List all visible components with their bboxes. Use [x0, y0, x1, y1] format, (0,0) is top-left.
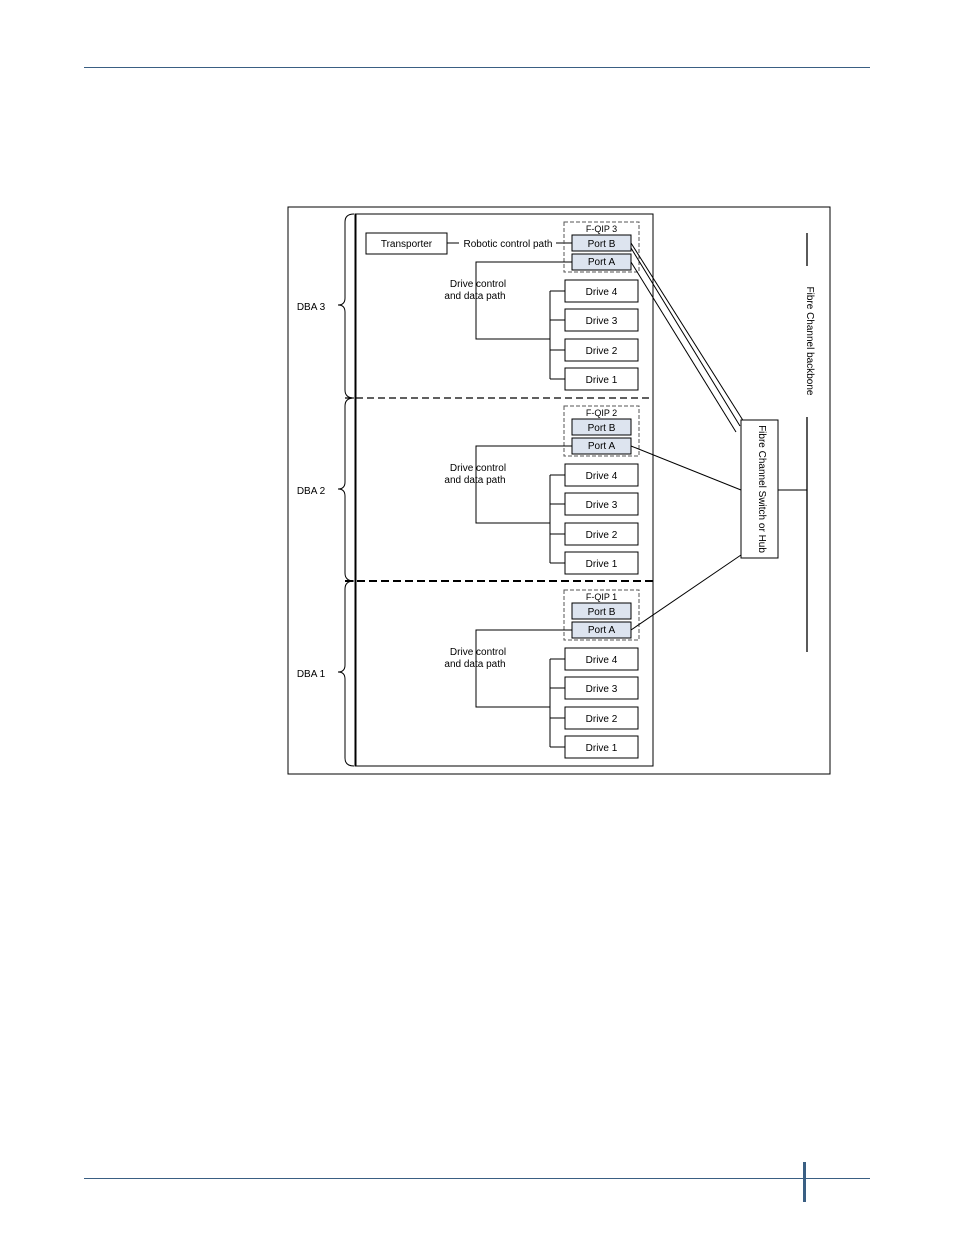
header-rule — [84, 67, 870, 68]
drive-box — [564, 522, 639, 546]
fqip-label: F-QIP 3 — [586, 224, 617, 234]
drive-box — [564, 735, 639, 759]
dba1-group: F-QIP 1 Port B Port A Drive control and … — [444, 589, 640, 759]
drive-box — [564, 706, 639, 730]
dba-label: DBA 2 — [297, 486, 326, 497]
drive-box — [564, 647, 639, 671]
dba3-group: F-QIP 3 Port B Port A Drive control and … — [444, 221, 640, 391]
backbone-label: Fibre Channel backbone — [804, 287, 815, 396]
drive-label: Drive 3 — [586, 316, 618, 327]
drive-label: Drive 1 — [586, 743, 618, 754]
path-label-line1: Drive control — [450, 279, 506, 290]
port-b — [571, 418, 632, 436]
dba3-brace — [337, 213, 355, 399]
fqip-box — [563, 221, 640, 273]
path-label-line1: Drive control — [450, 647, 506, 658]
drive-label: Drive 3 — [586, 500, 618, 511]
drive-box — [564, 308, 639, 332]
drive-box — [564, 279, 639, 303]
dba-label: DBA 3 — [297, 302, 326, 313]
port-label: Port B — [588, 239, 616, 250]
path-label-line2: and data path — [444, 659, 505, 670]
fibre-link-dba3-port-a — [630, 261, 737, 433]
figure-frame — [287, 206, 831, 775]
drive-label: Drive 2 — [586, 714, 618, 725]
dba2-group: F-QIP 2 Port B Port A Drive control and … — [444, 405, 640, 575]
drive-box — [564, 367, 639, 391]
footer-rule — [84, 1178, 870, 1179]
drive-label: Drive 4 — [586, 471, 618, 482]
drive-label: Drive 4 — [586, 287, 618, 298]
drive-path-connector — [475, 445, 572, 524]
fibre-link-dba2-port-a — [630, 445, 742, 491]
port-label: Port A — [588, 257, 616, 268]
fqip-box — [563, 589, 640, 641]
drive-box — [564, 492, 639, 516]
drive-label: Drive 2 — [586, 530, 618, 541]
drive-path-connector — [475, 261, 572, 340]
drive-path-connector — [475, 629, 572, 708]
port-b — [571, 602, 632, 620]
port-label: Port A — [588, 441, 616, 452]
drive-box — [564, 676, 639, 700]
fibre-channel-switch — [740, 419, 779, 559]
drive-label: Drive 2 — [586, 346, 618, 357]
path-label-line1: Drive control — [450, 463, 506, 474]
fqip-label: F-QIP 2 — [586, 408, 617, 418]
drive-box — [564, 551, 639, 575]
drive-label: Drive 3 — [586, 684, 618, 695]
dba-label: DBA 1 — [297, 669, 326, 680]
fibre-link-dba3-port-b-2 — [630, 247, 741, 427]
switch-label: Fibre Channel Switch or Hub — [756, 425, 767, 553]
path-label-line2: and data path — [444, 475, 505, 486]
drive-label: Drive 4 — [586, 655, 618, 666]
dba2-brace — [337, 397, 355, 582]
drive-label: Drive 1 — [586, 375, 618, 386]
fibre-link-dba1-port-a — [630, 554, 742, 631]
drive-label: Drive 1 — [586, 559, 618, 570]
drive-box — [564, 463, 639, 487]
path-label-line2: and data path — [444, 291, 505, 302]
fqip-label: F-QIP 1 — [586, 592, 617, 602]
dba1-brace — [337, 580, 355, 767]
drive-box — [564, 338, 639, 362]
fqip-box — [563, 405, 640, 457]
transporter-label: Transporter — [381, 239, 433, 250]
port-label: Port A — [588, 625, 616, 636]
port-label: Port B — [588, 607, 616, 618]
fibre-link-dba3-port-b — [630, 242, 745, 423]
robotic-control-path-label: Robotic control path — [464, 239, 553, 250]
port-label: Port B — [588, 423, 616, 434]
page-marker-bar — [803, 1162, 806, 1202]
